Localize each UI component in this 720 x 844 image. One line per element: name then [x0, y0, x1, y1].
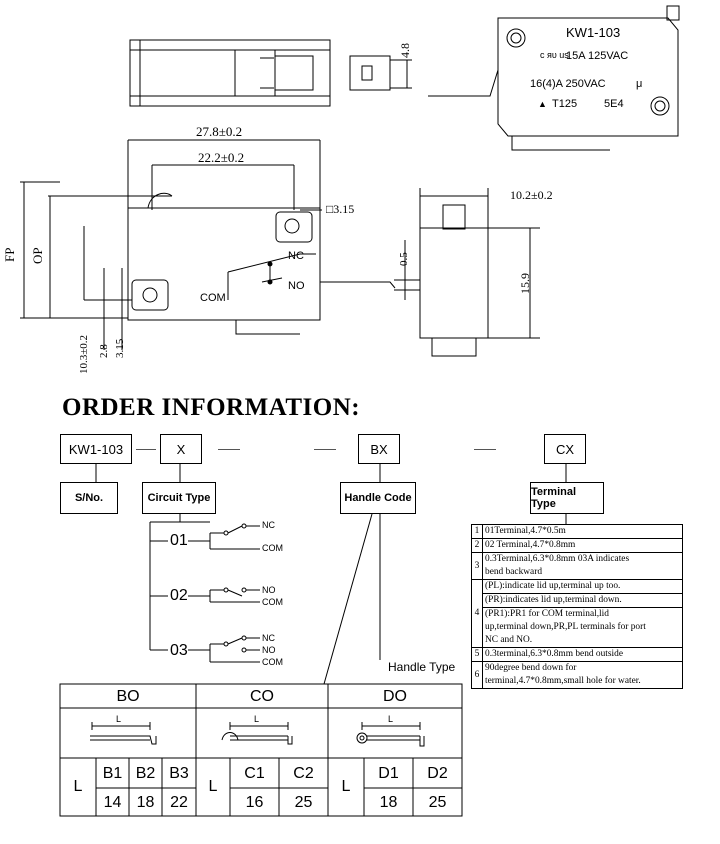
- co-val-c1: 16: [245, 794, 264, 811]
- order-info-title: ORDER INFORMATION:: [62, 394, 361, 421]
- co-row-label: L: [208, 778, 218, 795]
- front-view-body: [48, 192, 396, 335]
- co-dim-label: L: [254, 714, 260, 724]
- product-rating-1: 15A 125VAC: [566, 50, 629, 62]
- drawing-no-label: NO: [288, 280, 305, 292]
- co-col-c2: C2: [293, 765, 314, 782]
- separator-line: [314, 449, 336, 450]
- bo-dim-label: L: [116, 714, 122, 724]
- terminal-type-table: 1 01Terminal,4.7*0.5m 2 02 Terminal,4.7*…: [471, 524, 683, 689]
- product-rating-2: 16(4)A 250VAC: [530, 78, 606, 90]
- circuit-03-line-1: NC: [262, 633, 275, 643]
- drawing-com-label: COM: [200, 292, 226, 304]
- handle-group-do: DO: [383, 688, 407, 705]
- bo-val-b3: 22: [170, 794, 188, 811]
- circuit-03-line-2: NO: [262, 645, 276, 655]
- bo-val-b1: 14: [103, 794, 122, 811]
- separator-line: [136, 449, 156, 450]
- handle-group-bo: BO: [116, 688, 140, 705]
- warning-triangle-icon: ▲: [538, 99, 547, 109]
- handle-co-icon: [221, 722, 293, 745]
- circuit-02-id: 02: [170, 587, 188, 604]
- handle-bo-icon: [90, 722, 157, 745]
- top-view-body: [129, 39, 412, 107]
- do-row-label: L: [341, 778, 351, 795]
- circuit-02-line-1: NO: [262, 585, 276, 595]
- circuit-01-line-1: NC: [262, 520, 275, 530]
- separator-line: [218, 449, 240, 450]
- table-row: 4 (PL):indicate lid up,terminal up too. …: [471, 579, 683, 648]
- co-val-c2: 25: [294, 794, 313, 811]
- model-code-box: KW1-103: [60, 434, 132, 464]
- dim-side-width: 10.2±0.2: [510, 188, 553, 202]
- product-temp-rating: T125: [552, 98, 578, 110]
- bo-row-label: L: [73, 778, 83, 795]
- handle-code-label: Handle Code: [340, 482, 416, 514]
- sno-label: S/No.: [60, 482, 118, 514]
- bo-val-b2: 18: [136, 794, 155, 811]
- circuit-01-line-2: COM: [262, 543, 283, 553]
- dim-inner-length: 22.2±0.2: [198, 150, 245, 165]
- table-row: 2 02 Terminal,4.7*0.8mm: [471, 538, 683, 553]
- dim-overall-length: 27.8±0.2: [196, 124, 243, 139]
- terminal-type-label: Terminal Type: [530, 482, 604, 514]
- side-view-body: [394, 188, 540, 357]
- bo-col-b1: B1: [102, 765, 123, 782]
- bo-col-b3: B3: [169, 765, 189, 782]
- handle-type-label: Handle Type: [388, 660, 456, 674]
- circuit-02-line-2: COM: [262, 597, 283, 607]
- do-val-d2: 25: [428, 794, 447, 811]
- product-model: KW1-103: [566, 25, 621, 40]
- drawing-nc-label: NC: [288, 250, 304, 262]
- product-photo-outline: [428, 5, 680, 151]
- handle-value-box: BX: [358, 434, 400, 464]
- front-dimension-lines: [20, 139, 322, 350]
- dim-hole-size: □3.15: [326, 202, 355, 216]
- terminal-row-desc: (PL):indicate lid up,terminal up too. (P…: [482, 579, 683, 648]
- handle-do-icon: [356, 722, 425, 747]
- product-ul-mark: c ᴙᴜ us: [540, 50, 569, 60]
- circuit-01-id: 01: [170, 532, 188, 549]
- terminal-value-box: CX: [544, 434, 586, 464]
- separator-line: [474, 449, 496, 450]
- circuit-value-box: X: [160, 434, 202, 464]
- bo-col-b2: B2: [135, 765, 156, 782]
- circuit-03-line-3: COM: [262, 657, 283, 667]
- do-col-d1: D1: [378, 765, 399, 782]
- do-dim-label: L: [388, 714, 394, 724]
- handle-group-co: CO: [250, 688, 274, 705]
- circuit-03-id: 03: [170, 642, 188, 659]
- product-micro-symbol: μ: [636, 78, 643, 90]
- circuit-type-label: Circuit Type: [142, 482, 216, 514]
- do-col-d2: D2: [427, 765, 448, 782]
- product-code: 5E4: [604, 98, 624, 110]
- do-val-d1: 18: [379, 794, 398, 811]
- co-col-c1: C1: [244, 765, 265, 782]
